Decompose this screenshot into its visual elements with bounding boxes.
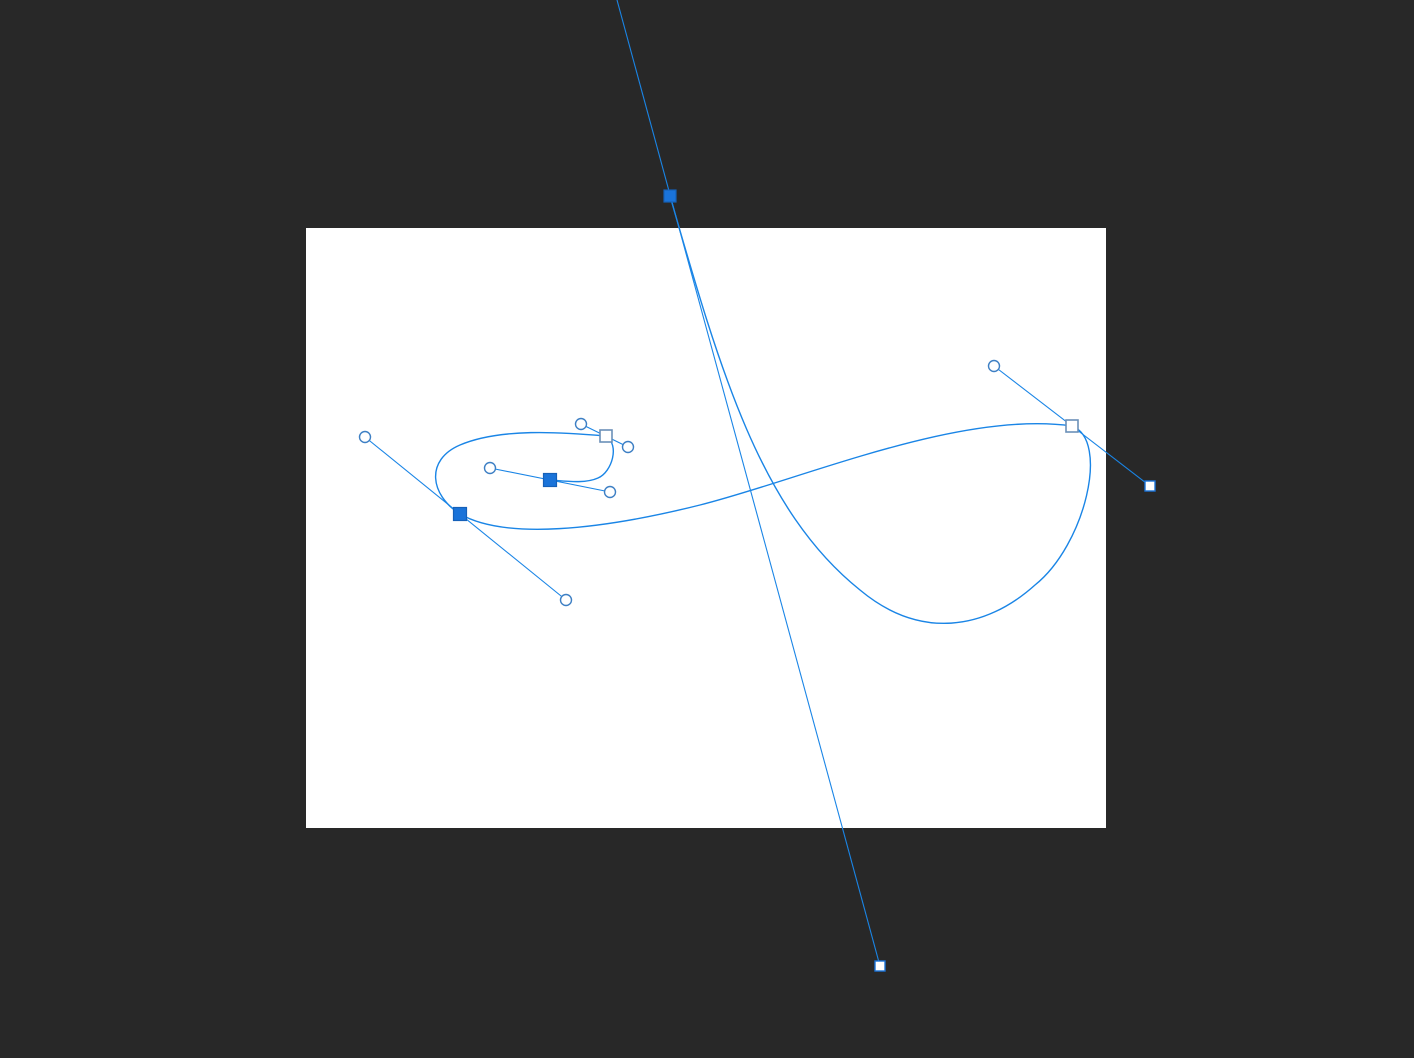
control-handle-icon[interactable] [987,359,1001,373]
handle-endpoint-icon[interactable] [874,960,886,972]
control-handle-icon[interactable] [621,440,635,454]
anchor-point-unselected-icon[interactable] [1065,419,1079,433]
anchor-point-selected-icon[interactable] [452,506,468,522]
handle-line-top-anchor [616,0,881,967]
control-handle-icon[interactable] [358,430,372,444]
control-handle-icon[interactable] [574,417,588,431]
anchor-point-unselected-icon[interactable] [599,429,613,443]
bezier-path[interactable] [434,195,1092,625]
control-handle-icon[interactable] [603,485,617,499]
anchor-point-selected-icon[interactable] [542,472,558,488]
handle-endpoint-icon[interactable] [1144,480,1156,492]
control-handle-icon[interactable] [483,461,497,475]
anchor-point-selected-icon[interactable] [663,189,677,203]
control-handle-icon[interactable] [559,593,573,607]
